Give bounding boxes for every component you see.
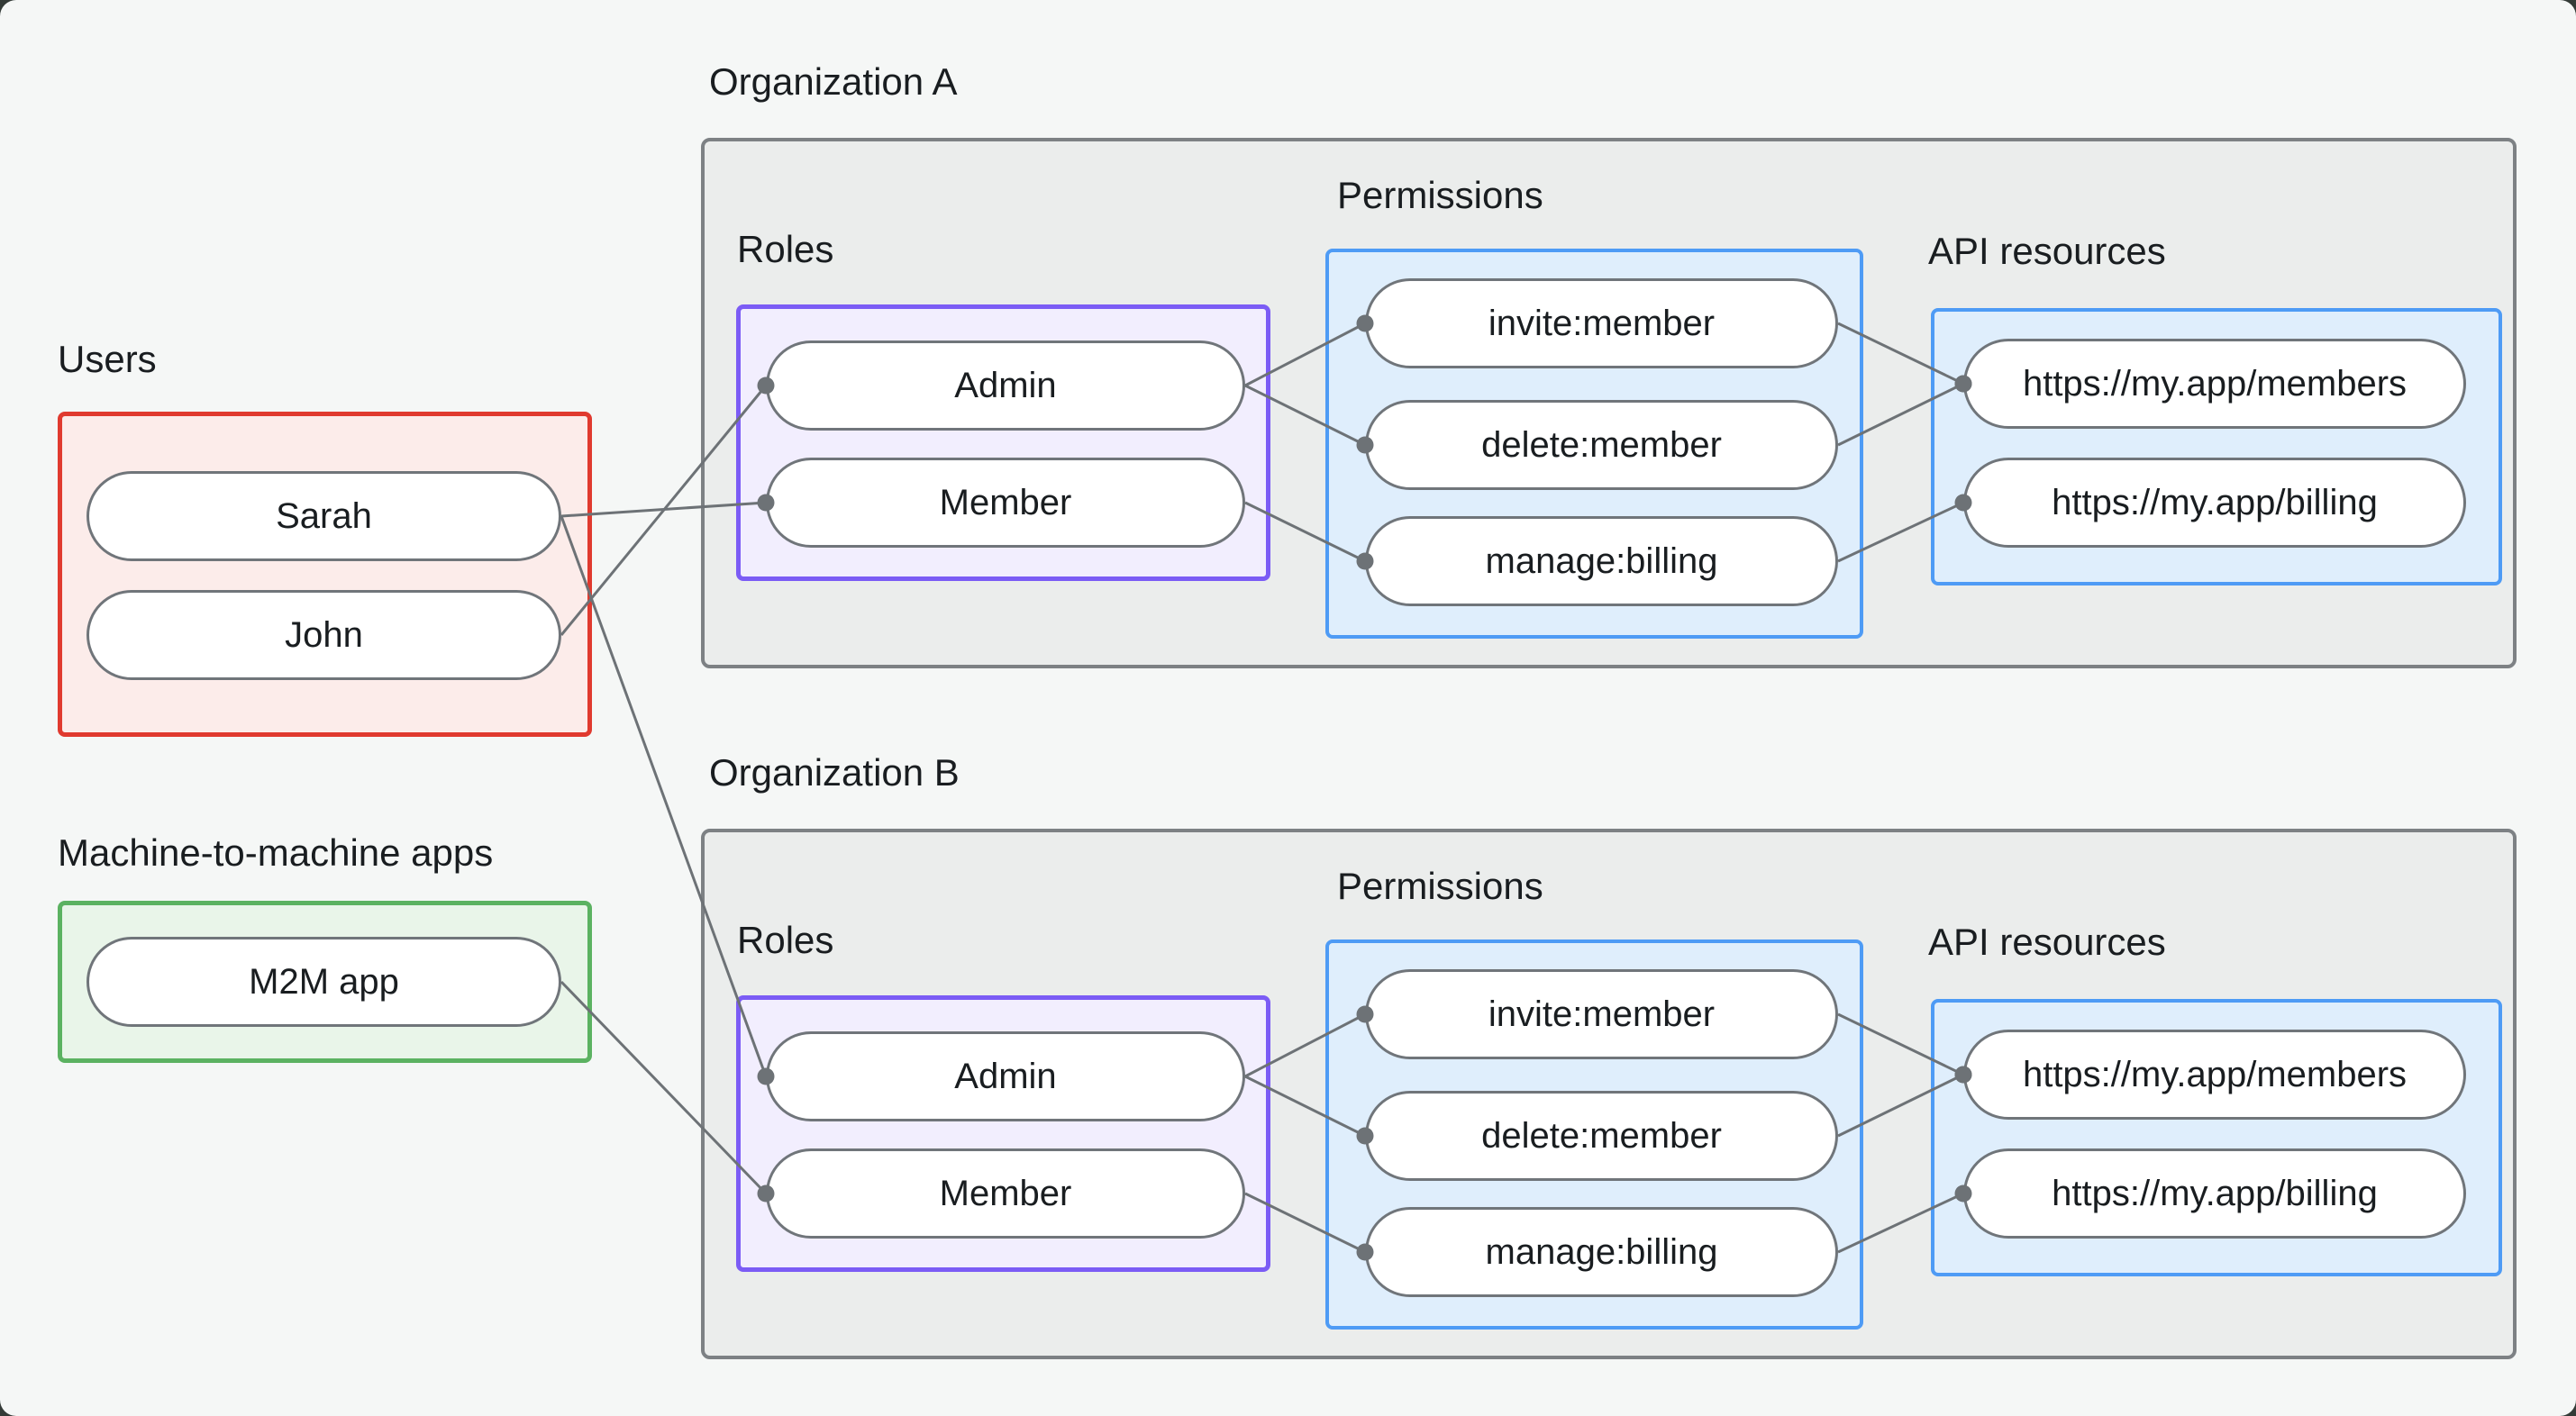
node-org-b-perm-invite-member: invite:member	[1365, 969, 1838, 1059]
users-group-label: Users	[58, 338, 157, 380]
node-org-a-role-admin: Admin	[766, 340, 1245, 431]
node-org-b-api-billing: https://my.app/billing	[1963, 1148, 2466, 1239]
node-m2m-app: M2M app	[86, 937, 561, 1027]
users-group-box	[58, 412, 592, 737]
org-b-api-resources-label: API resources	[1928, 921, 2166, 963]
node-org-a-perm-invite-member: invite:member	[1365, 278, 1838, 368]
org-b-permissions-label: Permissions	[1337, 865, 1543, 907]
org-a-permissions-label: Permissions	[1337, 174, 1543, 216]
org-b-title: Organization B	[709, 751, 960, 794]
node-org-a-perm-delete-member: delete:member	[1365, 400, 1838, 490]
node-org-a-api-billing: https://my.app/billing	[1963, 458, 2466, 548]
node-org-a-role-member: Member	[766, 458, 1245, 548]
node-org-b-perm-manage-billing: manage:billing	[1365, 1207, 1838, 1297]
node-org-b-api-members: https://my.app/members	[1963, 1030, 2466, 1120]
org-a-roles-label: Roles	[737, 228, 834, 270]
org-a-title: Organization A	[709, 60, 958, 103]
node-user-john: John	[86, 590, 561, 680]
node-org-b-role-admin: Admin	[766, 1031, 1245, 1121]
node-org-b-role-member: Member	[766, 1148, 1245, 1239]
node-org-a-perm-manage-billing: manage:billing	[1365, 516, 1838, 606]
org-b-roles-label: Roles	[737, 919, 834, 961]
node-org-a-api-members: https://my.app/members	[1963, 339, 2466, 429]
node-org-b-perm-delete-member: delete:member	[1365, 1091, 1838, 1181]
org-a-api-resources-label: API resources	[1928, 230, 2166, 272]
m2m-group-label: Machine-to-machine apps	[58, 831, 494, 874]
node-user-sarah: Sarah	[86, 471, 561, 561]
